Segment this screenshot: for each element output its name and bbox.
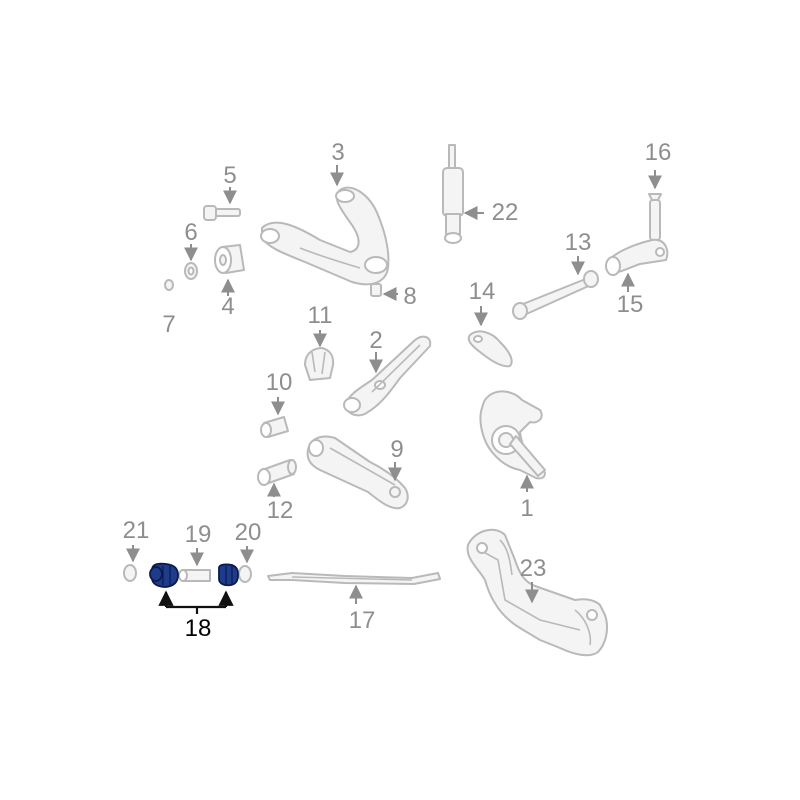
callout-8: 8 <box>403 283 417 310</box>
callout-4: 4 <box>221 293 235 320</box>
stabilizer-bushing-left[interactable] <box>149 562 179 588</box>
stabilizer-bushing-right[interactable] <box>218 563 239 587</box>
washer-20[interactable] <box>238 565 252 583</box>
callout-6: 6 <box>184 219 198 246</box>
callout-3: 3 <box>331 139 345 166</box>
bump-stop[interactable] <box>304 347 335 381</box>
torsion-bolt[interactable] <box>648 193 662 241</box>
callout-17: 17 <box>348 607 376 634</box>
retaining-clip[interactable] <box>164 279 174 291</box>
lower-bushing[interactable] <box>257 459 297 486</box>
tension-rod[interactable] <box>512 270 599 320</box>
callout-1: 1 <box>520 495 534 522</box>
callout-18: 18 <box>184 615 212 642</box>
cam-plate[interactable] <box>467 330 513 368</box>
upper-control-arm[interactable] <box>260 186 390 286</box>
callout-14: 14 <box>468 278 496 305</box>
washer[interactable] <box>184 262 198 280</box>
callout-16: 16 <box>644 139 672 166</box>
callout-11: 11 <box>307 302 333 329</box>
lower-control-arm[interactable] <box>306 435 409 510</box>
callout-19: 19 <box>184 521 212 548</box>
callout-9: 9 <box>390 436 404 463</box>
bushing-sleeve[interactable] <box>260 416 289 438</box>
callout-10: 10 <box>265 369 293 396</box>
steering-knuckle[interactable] <box>479 390 546 480</box>
callout-21: 21 <box>122 517 150 544</box>
ball-joint-stud[interactable] <box>370 283 382 297</box>
callout-23: 23 <box>519 555 547 582</box>
stabilizer-sleeve[interactable] <box>178 569 211 582</box>
callout-12: 12 <box>266 497 294 524</box>
strut-arm[interactable] <box>343 335 432 417</box>
stabilizer-bar[interactable] <box>267 572 441 585</box>
pivot-bolt[interactable] <box>203 205 241 221</box>
callout-5: 5 <box>223 162 237 189</box>
callout-22: 22 <box>491 199 519 226</box>
bushing[interactable] <box>214 244 245 274</box>
callout-7: 7 <box>162 311 176 338</box>
callout-13: 13 <box>564 229 592 256</box>
shock-absorber[interactable] <box>442 144 464 244</box>
crossmember[interactable] <box>466 528 608 657</box>
callout-2: 2 <box>369 327 383 354</box>
washer-21[interactable] <box>123 564 137 582</box>
callout-20: 20 <box>234 519 262 546</box>
tension-rod-bracket[interactable] <box>605 238 669 276</box>
callout-15: 15 <box>616 291 644 318</box>
